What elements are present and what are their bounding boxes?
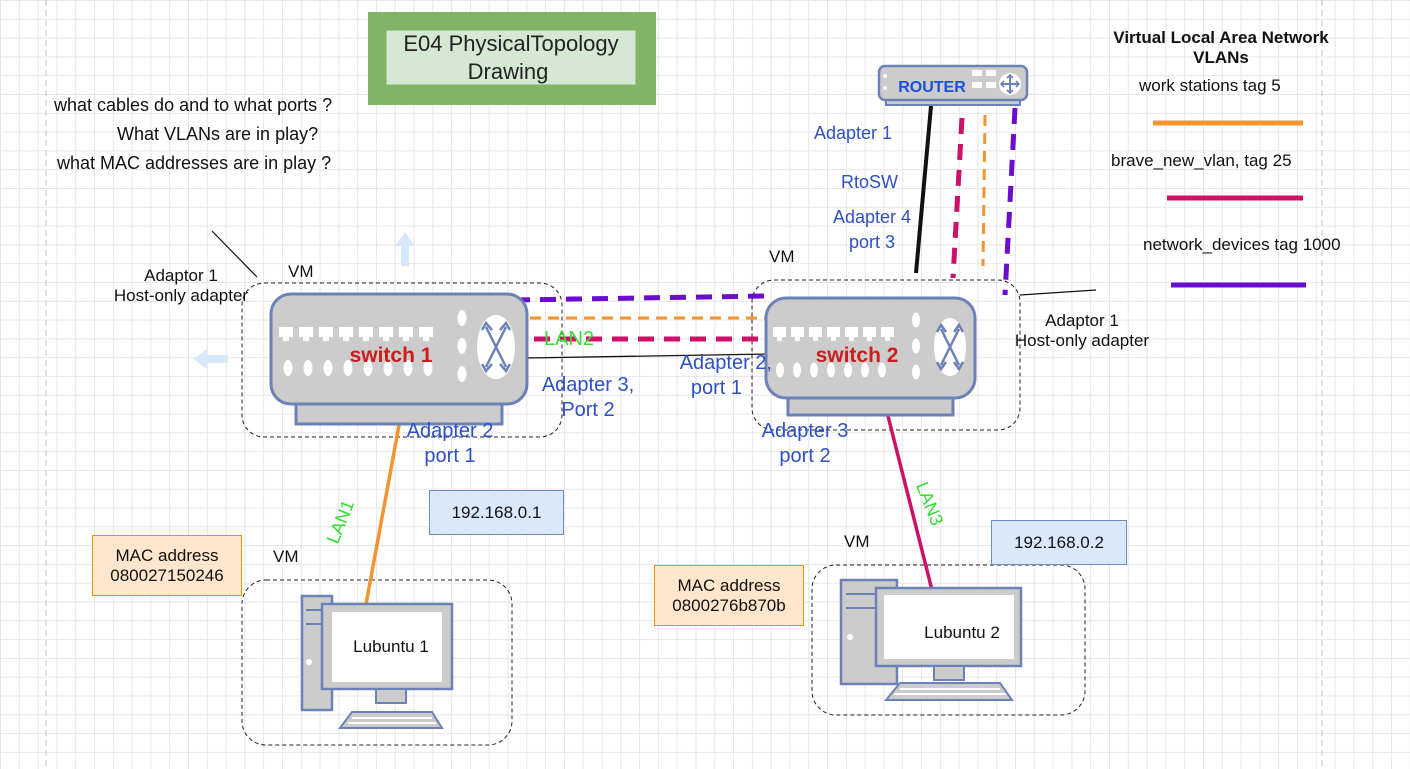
question-vlans: What VLANs are in play? [117, 124, 319, 144]
question-cables: what cables do and to what ports ? [54, 95, 333, 115]
mac-address-1[interactable]: MAC address 080027150246 [92, 535, 242, 596]
vm-label-switch1: VM [288, 262, 314, 281]
mac-2-heading: MAC address [677, 575, 781, 595]
ip-address-2[interactable]: 192.168.0.2 [991, 520, 1127, 565]
lan3-cable[interactable] [886, 415, 934, 591]
legend-heading: Virtual Local Area Network VLANs [1092, 28, 1350, 67]
legend-label-vlan-1000: network_devices tag 1000 [1143, 235, 1341, 254]
pc-1-label: Lubuntu 1 [353, 637, 429, 656]
mac-address-2[interactable]: MAC address 0800276b870b [654, 565, 804, 626]
sw2-port2-label: port 2 [779, 445, 831, 467]
adaptor-label-switch2: Adaptor 1 Host-only adapter [1004, 311, 1160, 350]
adaptor-pointer-2 [1019, 289, 1097, 296]
faint-up-arrow-icon [395, 232, 415, 266]
title-line-2: Drawing [468, 59, 549, 84]
rtosw-label: RtoSW [841, 172, 899, 192]
sw1-adapter2-label: Adapter 2 [406, 420, 494, 442]
switch-2-ports [773, 312, 920, 380]
adaptor-label-switch2-line-2: Host-only adapter [1014, 330, 1150, 350]
title-line-1: E04 PhysicalTopology [403, 31, 618, 56]
faint-left-arrow-icon [193, 349, 228, 369]
vm-label-pc1: VM [273, 547, 299, 566]
ip-address-1[interactable]: 192.168.0.1 [429, 490, 564, 535]
sw1-adapter3-label: Adapter 3, [541, 374, 635, 396]
adaptor-label-switch1-line-2: Host-only adapter [113, 285, 249, 305]
legend-label-vlan-5: work stations tag 5 [1139, 76, 1281, 95]
switch-1-label: switch 1 [350, 344, 433, 367]
switch-2-label: switch 2 [816, 344, 899, 367]
trunk-vlan-1000[interactable] [513, 293, 767, 303]
adaptor-label-switch2-line-1: Adaptor 1 [1045, 311, 1119, 330]
lan1-cable[interactable] [360, 419, 402, 627]
router-to-switch-cable[interactable] [914, 94, 934, 274]
lan1-label: LAN1 [323, 497, 358, 546]
mac-2-value: 0800276b870b [672, 595, 786, 615]
question-mac: what MAC addresses are in play ? [57, 153, 332, 173]
title-block[interactable]: E04 PhysicalTopology Drawing [368, 12, 656, 105]
switch-1[interactable]: switch 1 [269, 292, 529, 426]
switch-1-ports [279, 310, 467, 382]
adaptor-label-switch1: Adaptor 1 Host-only adapter [106, 266, 256, 305]
router-ports [883, 70, 996, 90]
pc-1-keyboard [348, 717, 436, 724]
pc-2-keyboard [894, 688, 1006, 695]
switch-1-cross-arrows-icon [477, 315, 515, 379]
vm-group-pc2 [811, 564, 1086, 716]
router-vlan-25[interactable] [950, 117, 965, 279]
sw1-adapter2-port1-label: Adapter 2 port 1 [392, 420, 508, 468]
adapter4-port3-label: Adapter 4 port 3 [820, 207, 924, 252]
mac-1-value: 080027150246 [110, 565, 224, 585]
adaptor-pointer-1 [211, 230, 258, 278]
switch-link[interactable] [525, 353, 771, 359]
sw2-adapter2-label: Adapter 2, [679, 352, 772, 374]
router-label: ROUTER [898, 79, 966, 96]
vm-label-pc2: VM [844, 532, 870, 551]
vm-group-pc1 [241, 579, 513, 746]
router-vlan-5[interactable] [981, 114, 987, 267]
switch-2-cross-arrows-icon [934, 318, 966, 376]
adaptor-label-switch1-line-1: Adaptor 1 [144, 266, 218, 285]
router[interactable]: ROUTER [877, 64, 1029, 106]
pc-lubuntu-2[interactable]: Lubuntu 2 [839, 578, 1023, 701]
sw1-adapter3-port2-label: Adapter 3, Port 2 [530, 374, 646, 422]
vm-label-switch2: VM [769, 247, 795, 266]
sw1-port1-label: port 1 [424, 445, 476, 467]
lan2-label: LAN2 [544, 328, 595, 350]
legend-label-vlan-25: brave_new_vlan, tag 25 [1111, 151, 1292, 170]
router-adapter1-label: Adapter 1 [814, 123, 893, 143]
mac-1-heading: MAC address [115, 545, 219, 565]
sw2-port1-label: port 1 [690, 377, 742, 399]
router-direction-icon [999, 73, 1021, 95]
pc-2-label: Lubuntu 2 [924, 623, 1000, 642]
vm-group-switch2 [751, 279, 1021, 431]
sw2-adapter3-port2-label: Adapter 3 port 2 [750, 420, 860, 468]
vm-group-switch1 [241, 282, 563, 438]
legend-heading-line-1: Virtual Local Area Network [1113, 28, 1329, 47]
adapter4-label: Adapter 4 [832, 207, 912, 227]
lan3-label: LAN3 [912, 479, 947, 528]
sw1-port2-label: Port 2 [561, 399, 615, 421]
sw2-adapter2-port1-label: Adapter 2, port 1 [660, 352, 772, 400]
pc-lubuntu-1[interactable]: Lubuntu 1 [300, 594, 454, 729]
legend-heading-line-2: VLANs [1193, 47, 1249, 67]
sw2-adapter3-label: Adapter 3 [761, 420, 849, 442]
switch-2[interactable]: switch 2 [764, 296, 977, 417]
port3-label: port 3 [848, 231, 896, 252]
router-vlan-1000[interactable] [1002, 107, 1018, 296]
